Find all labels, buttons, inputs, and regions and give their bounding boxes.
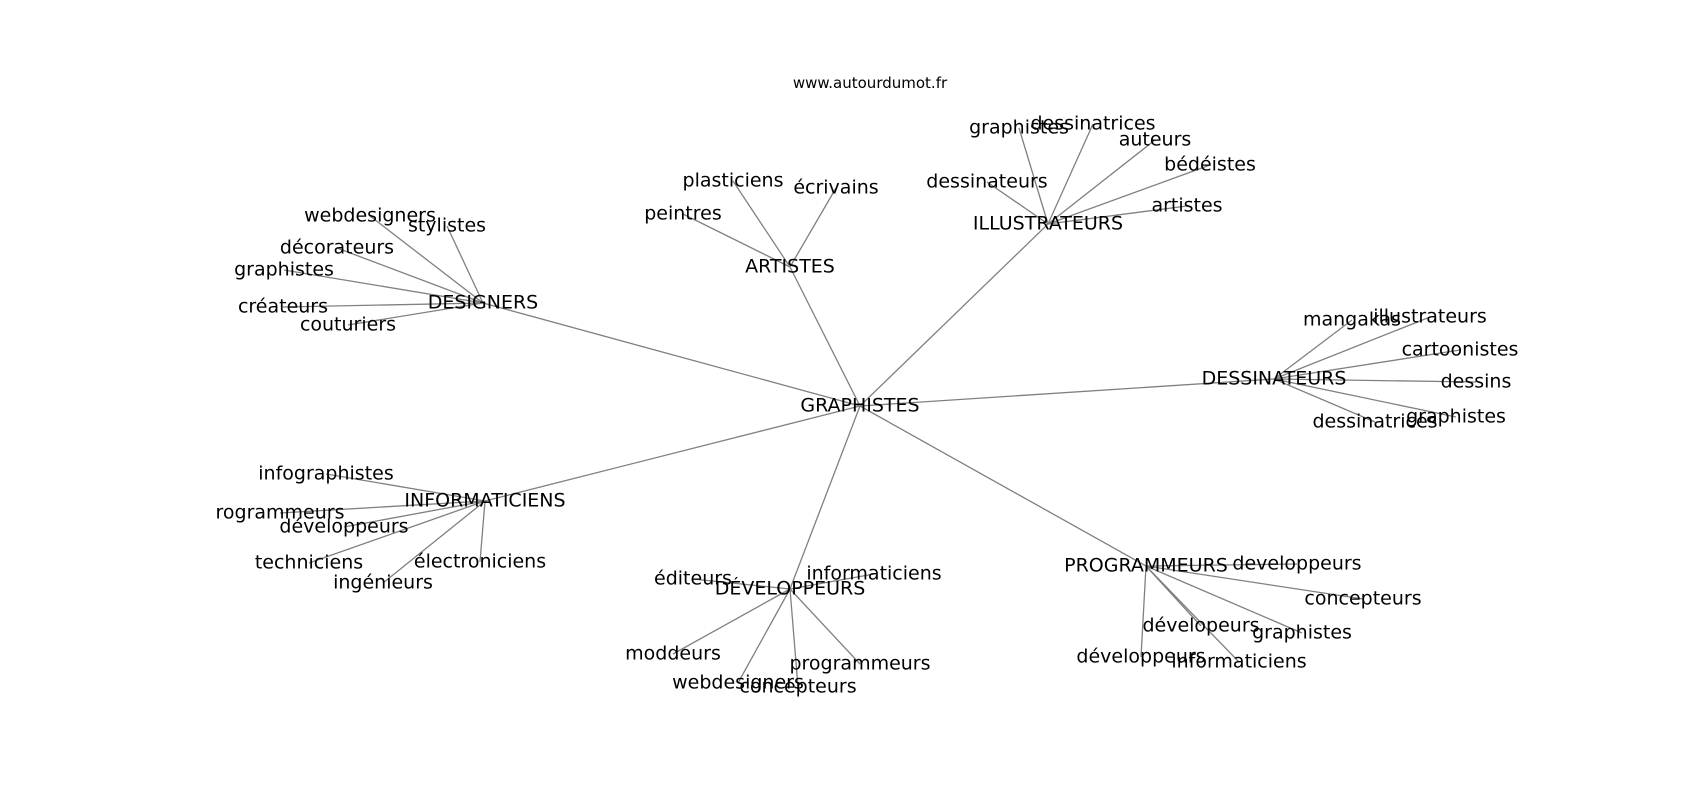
leaf-node-label: plasticiens: [683, 170, 784, 192]
leaf-node-label: infographistes: [258, 463, 393, 485]
leaf-node-label: graphistes: [1252, 622, 1352, 644]
leaf-node-label: ingénieurs: [333, 572, 433, 594]
graph-edges: [279, 123, 1477, 688]
leaf-node-label: programmeurs: [789, 653, 930, 675]
graph-edge: [1273, 316, 1431, 380]
leaf-node-label: dessinatrices: [1312, 411, 1437, 433]
leaf-node-label: artistes: [1151, 195, 1222, 217]
leaf-node-label: écrivains: [793, 177, 878, 199]
graph-edge: [325, 473, 486, 502]
leaf-node-label: informaticiens: [1171, 651, 1306, 673]
leaf-node-label: illustrateurs: [1373, 306, 1487, 328]
leaf-node-label: dessinateurs: [926, 171, 1047, 193]
graph-edge: [789, 187, 837, 268]
leaf-node-label: cartoonistes: [1402, 339, 1519, 361]
leaf-node-label: moddeurs: [625, 643, 721, 665]
graph-edge: [737, 588, 791, 684]
cluster-node-label: ILLUSTRATEURS: [973, 213, 1123, 235]
graph-edge: [1273, 319, 1353, 380]
graph-edge: [859, 378, 1275, 407]
graph-edge: [369, 215, 484, 304]
root-node-label: GRAPHISTES: [800, 395, 919, 417]
cluster-node-label: PROGRAMMEURS: [1064, 555, 1228, 577]
leaf-node-label: développeurs: [1076, 646, 1205, 668]
leaf-node-label: éditeurs: [654, 568, 732, 590]
leaf-node-label: mangakas: [1303, 309, 1401, 331]
graph-edge: [1145, 565, 1303, 634]
leaf-node-label: développeurs: [279, 516, 408, 538]
graph-edge: [859, 405, 1147, 567]
graph-edge: [732, 180, 791, 268]
graph-edge: [682, 213, 791, 268]
leaf-node-label: developpeurs: [1232, 553, 1361, 575]
leaf-node-label: informaticiens: [806, 563, 941, 585]
graph-edge: [789, 588, 799, 688]
leaf-node-label: webdesigners: [672, 672, 804, 694]
graph-edge: [1273, 378, 1457, 418]
graph-edge: [789, 573, 875, 590]
graph-edge: [1140, 565, 1147, 658]
graph-edge: [859, 223, 1049, 407]
graph-edge: [789, 266, 861, 407]
graph-edge: [1145, 565, 1240, 663]
graph-edge: [672, 588, 791, 655]
leaf-node-label: graphistes: [234, 259, 334, 281]
graph-edge: [482, 302, 861, 407]
cluster-node-label: ARTISTES: [745, 256, 835, 278]
graph-edge: [1145, 565, 1364, 600]
leaf-node-label: peintres: [644, 203, 722, 225]
leaf-node-label: techniciens: [255, 552, 363, 574]
graph-edge: [382, 500, 486, 584]
graph-edge: [283, 269, 484, 304]
cluster-node-label: DESIGNERS: [428, 292, 539, 314]
leaf-node-label: webdesigners: [304, 205, 436, 227]
leaf-node-label: dessins: [1441, 371, 1512, 393]
leaf-node-label: dévelopeurs: [1142, 615, 1259, 637]
graph-edge: [1047, 164, 1211, 225]
graph-edge: [343, 500, 486, 528]
graph-edge: [282, 302, 484, 308]
graph-edge: [308, 500, 486, 564]
graph-edge: [1047, 123, 1094, 225]
graph-edge: [1273, 349, 1461, 380]
cluster-node-label: DESSINATEURS: [1202, 368, 1347, 390]
graph-edge: [279, 500, 486, 514]
graph-edge: [484, 405, 861, 502]
leaf-node-label: électroniciens: [414, 551, 546, 573]
leaf-node-label: couturiers: [300, 314, 396, 336]
leaf-node-label: concepteurs: [1304, 588, 1421, 610]
graph-edge: [446, 225, 484, 304]
graph-labels: GRAPHISTESDESIGNERSwebdesignersstylistes…: [216, 113, 1519, 698]
cluster-node-label: DÉVELOPPEURS: [715, 577, 866, 600]
graph-edge: [336, 247, 484, 304]
leaf-node-label: stylistes: [408, 215, 486, 237]
leaf-node-label: rogrammeurs: [216, 502, 345, 524]
source-watermark: www.autourdumot.fr: [793, 74, 948, 92]
cluster-node-label: INFORMATICIENS: [404, 490, 565, 512]
leaf-node-label: dessinatrices: [1030, 113, 1155, 135]
leaf-node-label: graphistes: [969, 117, 1069, 139]
graph-edge: [692, 578, 791, 590]
leaf-node-label: décorateurs: [280, 237, 394, 259]
graph-edge: [1273, 378, 1477, 383]
graph-edge: [1145, 563, 1298, 567]
graph-edge: [1047, 139, 1156, 225]
leaf-node-label: bédéistes: [1164, 154, 1256, 176]
graph-edge: [347, 302, 484, 326]
graph-edge: [789, 588, 861, 665]
graph-edge: [789, 405, 861, 590]
graph-edge: [986, 181, 1049, 225]
leaf-node-label: concepteurs: [739, 676, 856, 698]
leaf-node-label: graphistes: [1406, 406, 1506, 428]
leaf-node-label: auteurs: [1119, 129, 1192, 151]
graph-edge: [1018, 127, 1049, 225]
graph-edge: [1273, 378, 1376, 423]
graph-edge: [1047, 205, 1188, 225]
leaf-node-label: créateurs: [238, 296, 328, 318]
graph-edge: [479, 500, 486, 563]
